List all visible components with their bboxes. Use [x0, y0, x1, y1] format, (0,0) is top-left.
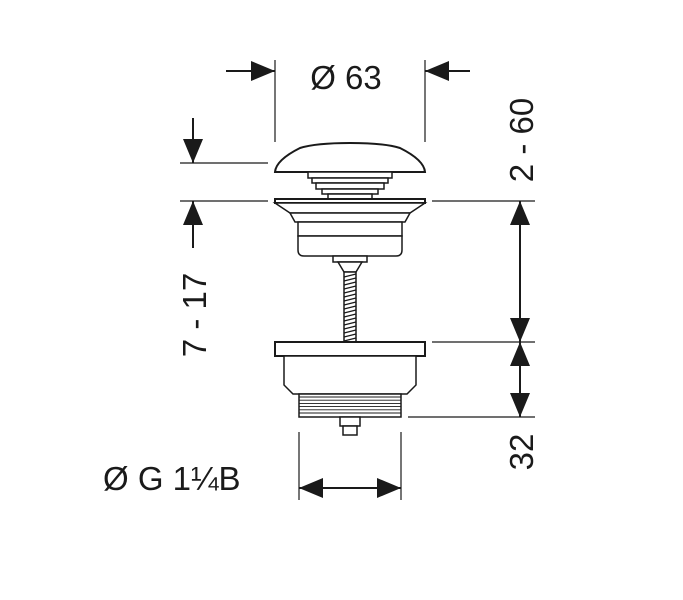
rod-thread-line — [343, 337, 357, 342]
rod-thread-line — [343, 329, 357, 334]
dim-thread-size-label: Ø G 1¼B — [103, 460, 241, 497]
rod-thread-line — [343, 289, 357, 294]
rod-thread-line — [343, 281, 357, 286]
valve-neck — [307, 171, 393, 200]
rod-thread-line — [343, 273, 357, 278]
rod-thread-line — [343, 277, 357, 282]
rod-thread-line — [343, 333, 357, 338]
rod-thread-line — [343, 297, 357, 302]
rod-thread-line — [343, 317, 357, 322]
rod-thread-hatching — [343, 273, 357, 342]
drain-valve-part — [272, 141, 428, 436]
rod-thread-line — [343, 325, 357, 330]
dim-height-range: 2 - 60 — [503, 98, 540, 342]
rod-thread-line — [343, 301, 357, 306]
valve-flange — [272, 198, 428, 257]
dim-thread-size: Ø G 1¼B — [103, 460, 401, 498]
rod-thread-line — [343, 293, 357, 298]
valve-body — [274, 341, 426, 436]
dim-cap-diameter: Ø 63 — [226, 59, 470, 96]
body-thread-hatching — [299, 396, 401, 414]
dim-thread-length: 32 — [503, 342, 540, 470]
rod-thread-line — [343, 309, 357, 314]
rod-thread-line — [343, 305, 357, 310]
dim-height-range-label: 2 - 60 — [503, 98, 540, 182]
extension-lines — [180, 60, 535, 500]
dim-stroke-range-label: 7 - 17 — [176, 273, 213, 357]
rod-thread-line — [343, 321, 357, 326]
dim-stroke-range: 7 - 17 — [176, 118, 213, 357]
rod-thread-line — [343, 285, 357, 290]
valve-cap — [273, 141, 427, 173]
dim-thread-length-label: 32 — [503, 434, 540, 471]
dim-cap-diameter-label: Ø 63 — [310, 59, 382, 96]
rod-thread-line — [343, 313, 357, 318]
